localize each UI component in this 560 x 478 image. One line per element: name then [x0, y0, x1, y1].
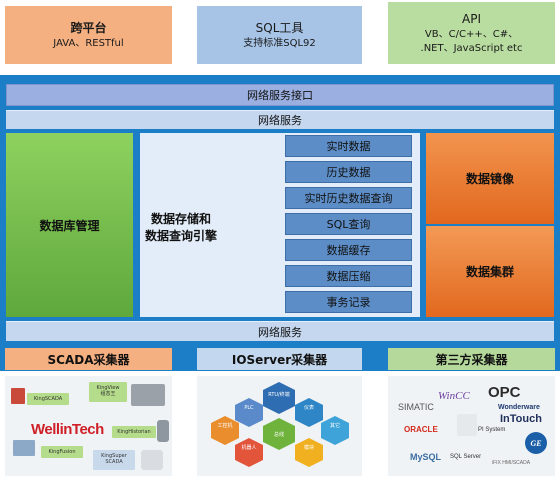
network-service-interface-band: 网络服务接口 [6, 84, 554, 106]
engine-label-line2: 数据查询引擎 [145, 229, 218, 243]
hex-center [263, 382, 295, 414]
kingfusion-label: KingFusion [48, 449, 76, 455]
kingsuper-chip: KingSuper SCADA [93, 450, 135, 470]
cross-platform-title: 跨平台 [70, 20, 107, 35]
feature-history-data: 历史数据 [285, 161, 412, 183]
sql-tool-box: SQL工具 支持标准SQL92 [197, 6, 362, 64]
device-hex-cluster: RTU/终端 PLC 仪表 工控机 其它 机器人 模块 总线 [211, 382, 349, 467]
ge-logo: GE [525, 432, 547, 454]
hex-center-label: RTU/终端 [268, 391, 290, 398]
kingscada-label: KingSCADA [33, 396, 63, 402]
feature-transaction-log: 事务记录 [285, 291, 412, 313]
kingview-chip: KingView 组态王 [89, 382, 127, 402]
engine-label: 数据存储和 数据查询引擎 [145, 211, 280, 245]
ioserver-collector-box: IOServer采集器 [197, 348, 362, 370]
database-icon [157, 420, 169, 442]
sql-tool-title: SQL工具 [255, 20, 304, 35]
api-line2: .NET、JavaScript etc [420, 42, 523, 54]
hex-plc [235, 398, 263, 427]
hex-machine-center [263, 418, 295, 450]
hex-module-label: 模块 [304, 444, 314, 451]
feature-realtime-data: 实时数据 [285, 135, 412, 157]
third-party-collector-box: 第三方采集器 [388, 348, 555, 370]
feature-sql-query: SQL查询 [285, 213, 412, 235]
opc-logo: OPC [488, 384, 521, 401]
wellintech-logo: WellinTech [31, 421, 104, 438]
kingview-label-line2: 组态王 [100, 391, 116, 397]
building-icon [11, 388, 25, 404]
hex-industrial-pc [211, 416, 239, 445]
sqlserver-logo: SQL Server [450, 454, 482, 460]
hex-plc-label: PLC [244, 405, 254, 411]
ifix-logo: iFIX HMI/SCADA [492, 460, 531, 466]
robot-icon [141, 450, 163, 470]
hex-instrument-label: 仪表 [304, 404, 314, 411]
oracle-logo: ORACLE [404, 425, 438, 434]
kingsuper-label-line2: SCADA [105, 459, 123, 465]
feature-data-compression: 数据压缩 [285, 265, 412, 287]
engine-label-line1: 数据存储和 [151, 212, 212, 226]
hex-other [321, 416, 349, 445]
feature-realtime-history-query: 实时历史数据查询 [285, 187, 412, 209]
third-party-products-panel: SIMATIC WinCC OPC Wonderware InTouch ORA… [388, 376, 555, 476]
hex-module [295, 438, 323, 467]
hex-bus-label: 总线 [274, 431, 284, 438]
scada-collector-box: SCADA采集器 [5, 348, 172, 370]
api-line1: VB、C/C++、C#、 [424, 28, 519, 40]
scada-products-panel: KingSCADA KingView 组态王 WellinTech KingHi… [5, 376, 172, 476]
api-box: API VB、C/C++、C#、 .NET、JavaScript etc [388, 2, 555, 64]
api-title: API [462, 11, 481, 26]
data-cluster-box: 数据集群 [426, 226, 554, 317]
feature-data-cache: 数据缓存 [285, 239, 412, 261]
hex-machine-label: 机器人 [241, 444, 256, 451]
kinghistorian-label: KingHistorian [117, 429, 151, 435]
network-service-top-band: 网络服务 [6, 110, 554, 129]
pi-system-icon [457, 414, 477, 436]
hex-instrument [295, 398, 323, 427]
data-mirror-box: 数据镜像 [426, 133, 554, 224]
kingscada-chip: KingSCADA [27, 393, 69, 405]
sql-tool-subtitle: 支持标准SQL92 [243, 37, 316, 49]
wonderware-logo: Wonderware [498, 404, 540, 411]
network-service-bottom-band: 网络服务 [6, 321, 554, 341]
hex-industrial-pc-label: 工控机 [217, 422, 232, 429]
ioserver-devices-panel: RTU/终端 PLC 仪表 工控机 其它 机器人 模块 总线 [197, 376, 362, 476]
kingfusion-chip: KingFusion [41, 446, 83, 458]
intouch-logo: InTouch [500, 413, 542, 425]
ge-logo-text: GE [530, 438, 542, 448]
hex-other-label: 其它 [330, 422, 340, 429]
machine-icon [131, 384, 165, 406]
kingsuper-label-line1: KingSuper [101, 453, 127, 459]
wincc-logo: WinCC [438, 390, 470, 402]
hex-machine [235, 438, 263, 467]
pi-system-logo: PI System [478, 427, 506, 433]
cross-platform-subtitle: JAVA、RESTful [53, 37, 124, 49]
database-management-box: 数据库管理 [6, 133, 133, 317]
simatic-logo: SIMATIC [398, 402, 434, 412]
kingview-label-line1: KingView [96, 385, 120, 391]
kinghistorian-chip: KingHistorian [112, 426, 156, 438]
cross-platform-box: 跨平台 JAVA、RESTful [5, 6, 172, 64]
monitor-icon [13, 440, 35, 456]
mysql-logo: MySQL [410, 452, 442, 462]
